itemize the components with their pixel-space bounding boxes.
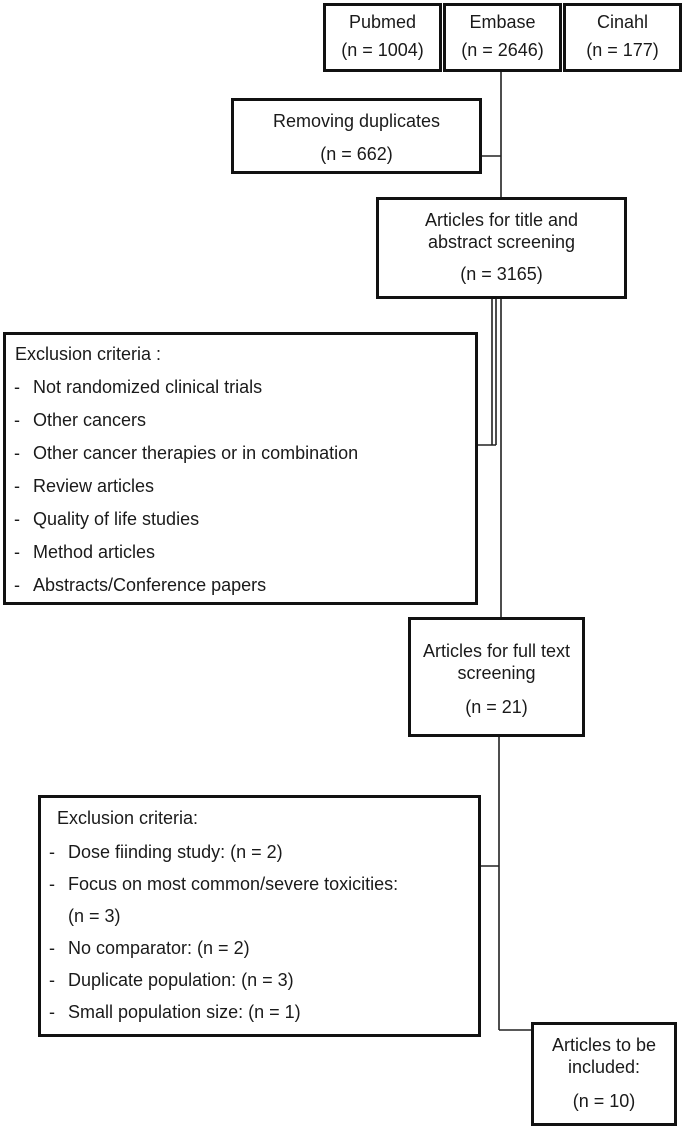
exclusion-criteria-box-2: Exclusion criteria: Dose fiinding study:…	[38, 795, 481, 1037]
exclusion-item-continued: (n = 3)	[68, 906, 121, 926]
source-name: Cinahl	[596, 12, 649, 32]
exclusion-item: No comparator: (n = 2)	[41, 938, 478, 958]
source-box-pubmed: Pubmed (n = 1004)	[323, 3, 442, 72]
exclusion-item: Small population size: (n = 1)	[41, 1002, 478, 1022]
exclusion-heading: Exclusion criteria:	[57, 808, 199, 828]
included-line2: included:	[567, 1057, 641, 1077]
included-box: Articles to be included: (n = 10)	[531, 1022, 677, 1126]
exclusion-item: Duplicate population: (n = 3)	[41, 970, 478, 990]
exclusion-heading: Exclusion criteria :	[15, 344, 162, 364]
full-text-count: (n = 21)	[465, 697, 528, 717]
included-line1: Articles to be	[551, 1035, 657, 1055]
duplicates-box: Removing duplicates (n = 662)	[231, 98, 482, 174]
title-abstract-box: Articles for title and abstract screenin…	[376, 197, 627, 299]
exclusion-item: Other cancers	[6, 410, 475, 430]
exclusion-item: Not randomized clinical trials	[6, 377, 475, 397]
title-abstract-line1: Articles for title and	[424, 210, 579, 230]
exclusion-item: Other cancer therapies or in combination	[6, 443, 475, 463]
source-count: (n = 1004)	[341, 40, 424, 60]
full-text-line1: Articles for full text	[422, 641, 571, 661]
exclusion-criteria-box-1: Exclusion criteria : Not randomized clin…	[3, 332, 478, 605]
duplicates-label: Removing duplicates	[272, 111, 441, 131]
exclusion-item: Quality of life studies	[6, 509, 475, 529]
source-name: Pubmed	[348, 12, 417, 32]
source-box-cinahl: Cinahl (n = 177)	[563, 3, 682, 72]
source-box-embase: Embase (n = 2646)	[443, 3, 562, 72]
exclusion-list: Not randomized clinical trials Other can…	[6, 377, 475, 595]
source-name: Embase	[469, 12, 536, 32]
exclusion-list: Dose fiinding study: (n = 2) Focus on mo…	[41, 842, 478, 1022]
full-text-line2: screening	[457, 663, 536, 683]
source-count: (n = 2646)	[461, 40, 544, 60]
title-abstract-line2: abstract screening	[427, 232, 576, 252]
duplicates-count: (n = 662)	[320, 144, 393, 164]
exclusion-item: Abstracts/Conference papers	[6, 575, 475, 595]
exclusion-item: Review articles	[6, 476, 475, 496]
exclusion-item: Method articles	[6, 542, 475, 562]
source-count: (n = 177)	[586, 40, 659, 60]
exclusion-item: Focus on most common/severe toxicities:	[41, 874, 478, 894]
included-count: (n = 10)	[572, 1091, 636, 1111]
full-text-box: Articles for full text screening (n = 21…	[408, 617, 585, 737]
exclusion-item: Dose fiinding study: (n = 2)	[41, 842, 478, 862]
title-abstract-count: (n = 3165)	[460, 264, 543, 284]
